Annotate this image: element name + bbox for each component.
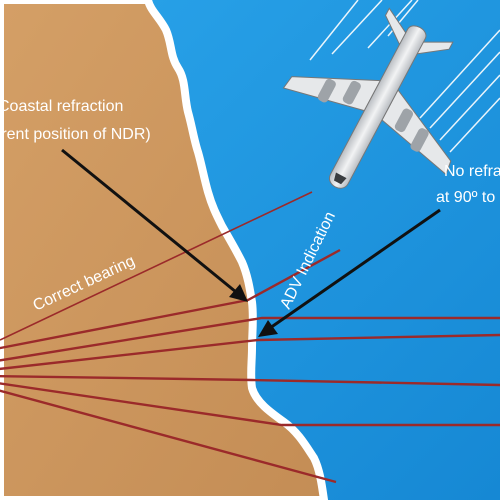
coastal-refraction-arrowhead xyxy=(229,284,248,302)
airplane-icon xyxy=(282,7,454,189)
indicator-arrows xyxy=(61,148,441,337)
no-refraction-sublabel: at 90º to xyxy=(436,189,495,206)
radial-bearing-lines xyxy=(0,248,500,484)
radial-line xyxy=(0,316,500,362)
radial-line xyxy=(0,382,500,427)
motion-streaks xyxy=(309,0,500,153)
coastal-refraction-label: Coastal refraction xyxy=(0,98,123,115)
coastal-refraction-arrow xyxy=(61,148,237,294)
radial-line xyxy=(0,374,500,387)
radial-line xyxy=(0,389,337,484)
correct-bearing-line xyxy=(0,191,313,341)
radial-line xyxy=(0,333,500,371)
radial-line xyxy=(0,248,341,350)
no-refraction-arrow xyxy=(269,208,441,330)
land-area xyxy=(0,0,324,500)
coastal-refraction-sublabel: rrent position of NDR) xyxy=(0,126,151,143)
no-refraction-label: No refra xyxy=(444,163,500,180)
no-refraction-arrowhead xyxy=(258,320,278,337)
